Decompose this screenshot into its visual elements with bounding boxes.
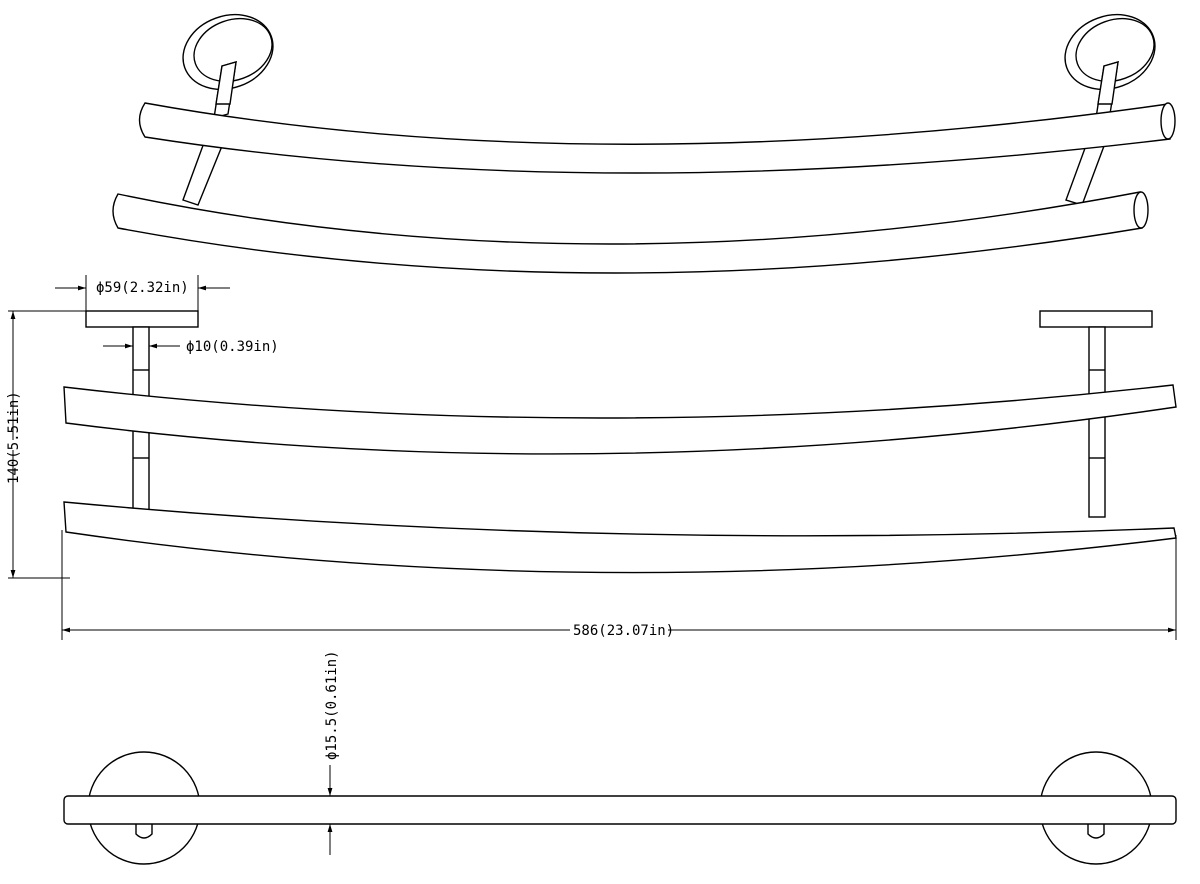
perspective-upper-bar	[138, 102, 1171, 174]
left-base	[85, 310, 199, 328]
base-diameter-label: ϕ59(2.32in)	[96, 280, 189, 296]
right-post	[1088, 326, 1106, 518]
front-view	[63, 310, 1177, 574]
height-dimension: 140(5.51in)	[6, 310, 86, 579]
front-upper-bar	[63, 384, 1177, 455]
perspective-lower-bar	[112, 191, 1143, 274]
width-label: 586(23.07in)	[573, 623, 674, 639]
top-bar	[63, 795, 1177, 825]
post-diameter-dimension: ϕ10(0.39in)	[103, 339, 279, 355]
top-view	[63, 751, 1177, 865]
height-label: 140(5.51in)	[6, 391, 22, 484]
post-diameter-label: ϕ10(0.39in)	[186, 339, 279, 355]
base-diameter-dimension: ϕ59(2.32in)	[55, 275, 230, 311]
width-dimension: 586(23.07in)	[61, 530, 1177, 640]
perspective-view	[112, 13, 1176, 274]
front-lower-bar	[63, 501, 1177, 574]
bar-diameter-dimension: ϕ15.5(0.61in)	[324, 650, 340, 855]
right-base	[1039, 310, 1153, 328]
bar-diameter-label: ϕ15.5(0.61in)	[324, 650, 340, 760]
